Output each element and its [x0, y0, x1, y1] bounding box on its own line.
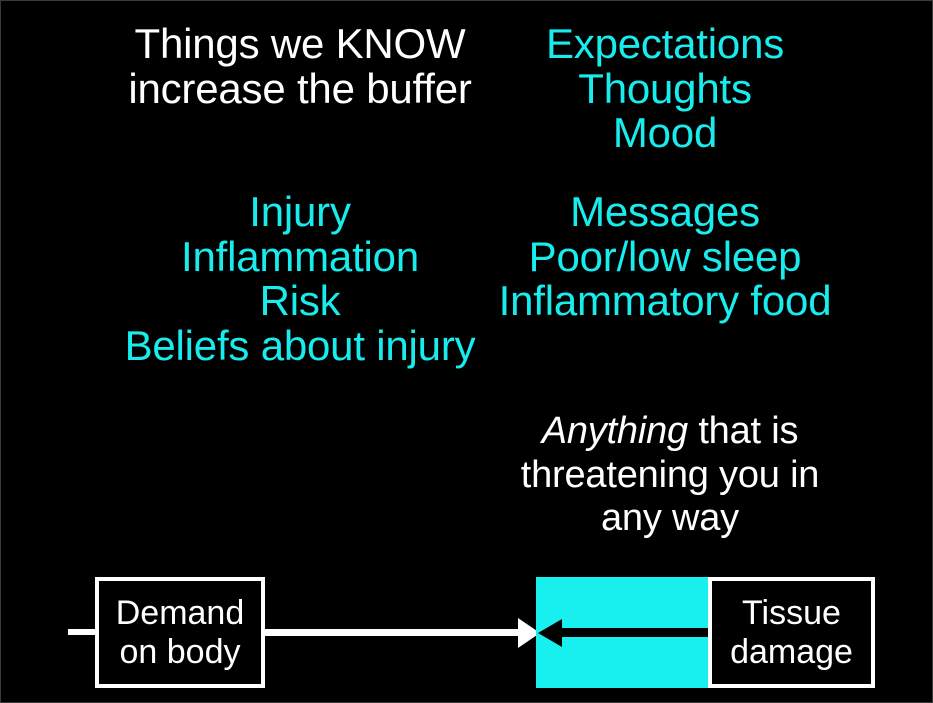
left-heading: Things we KNOW increase the buffer: [128, 20, 472, 112]
threat-callout-emphasis: Anything: [541, 410, 688, 452]
threat-callout-rest: that is threatening you in any way: [520, 410, 820, 540]
forward-arrow-head: [518, 618, 540, 648]
demand-on-body-box: Demand on body: [95, 577, 265, 688]
input-line-stub: [68, 629, 98, 635]
forward-arrow-shaft: [264, 629, 522, 636]
right-column-upper-list: Expectations Thoughts Mood: [545, 20, 785, 157]
right-column-lower-list: Messages Poor/low sleep Inflammatory foo…: [498, 188, 832, 325]
reverse-arrow-shaft: [560, 628, 709, 637]
reverse-arrow-head: [538, 619, 562, 647]
threat-callout: Anything that is threatening you in any …: [470, 410, 870, 541]
tissue-damage-box: Tissue damage: [708, 577, 875, 688]
left-column-list: Injury Inflammation Risk Beliefs about i…: [124, 188, 476, 369]
